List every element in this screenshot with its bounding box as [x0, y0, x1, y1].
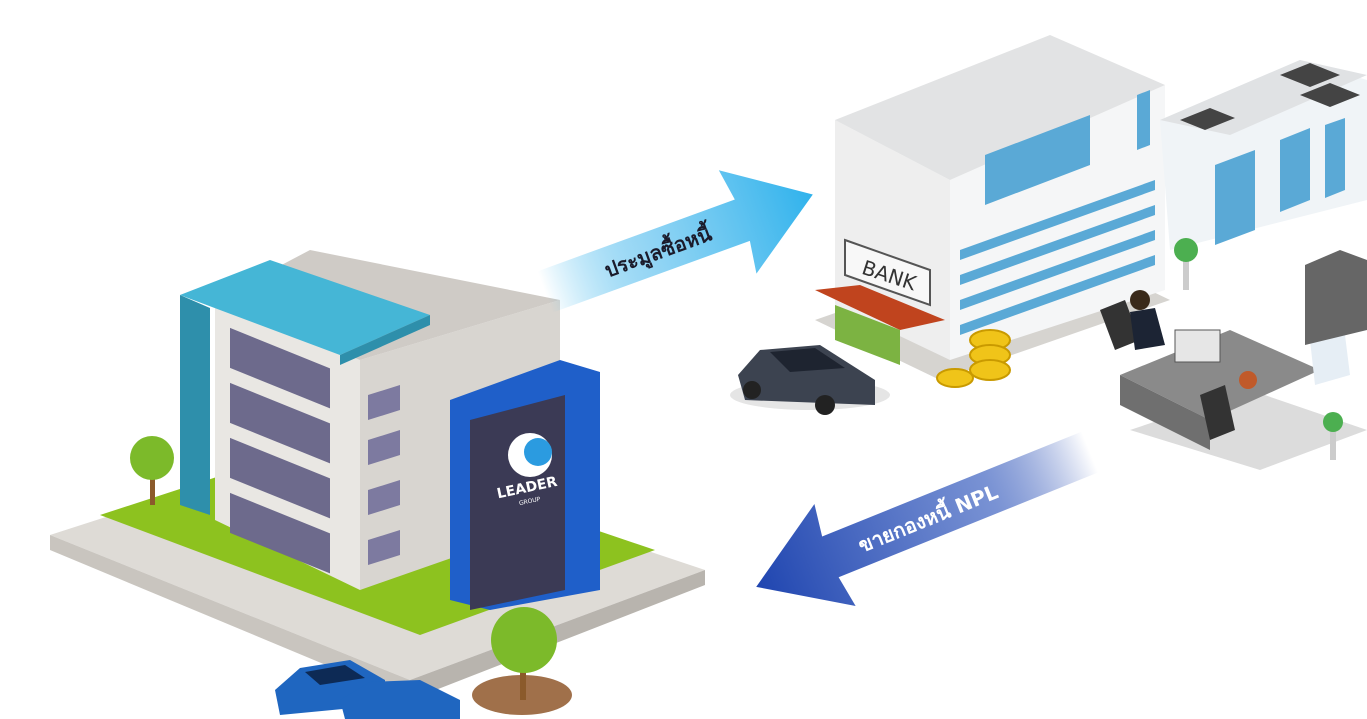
office-staff: [1100, 238, 1367, 470]
arrow-sell-npl: ขายกองหนี้ NPL: [756, 431, 1099, 607]
leader-building: LEADER GROUP: [50, 250, 705, 719]
leader-logo-sub: GROUP: [518, 496, 541, 507]
blue-cars: [275, 660, 460, 719]
arrow-bid-debt: ประมูลซื้อหนี้: [537, 170, 813, 313]
dark-car: [730, 345, 890, 415]
coins-icon: [936, 329, 1011, 388]
bank-building: BANK: [730, 35, 1367, 470]
